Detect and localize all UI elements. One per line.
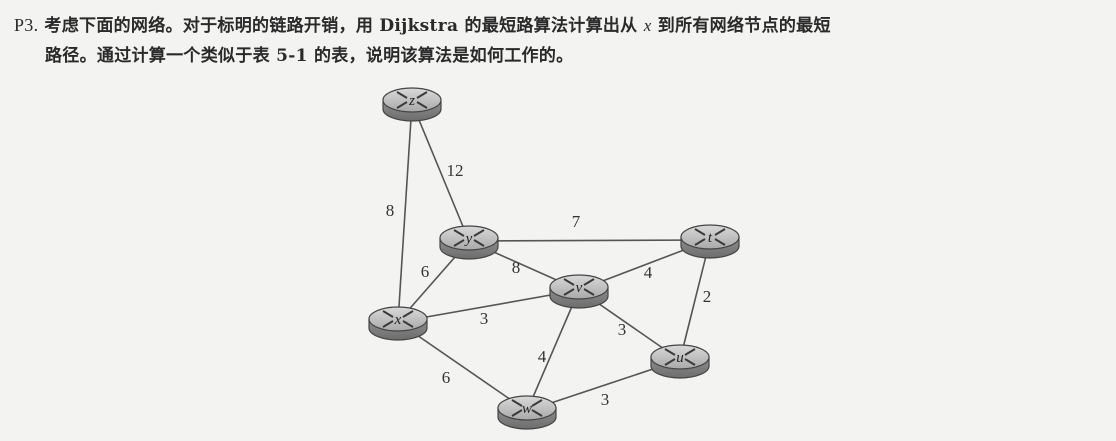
router-node-x: x [368,306,428,341]
edge-weight-w-u: 3 [601,390,610,409]
router-arrows-icon [664,348,696,366]
edge-weight-z-y: 12 [447,161,464,180]
router-arrows-icon [563,278,595,296]
edge-weight-v-t: 4 [644,263,653,282]
edge-v-w [526,289,580,412]
edge-weight-y-t: 7 [572,212,581,231]
router-arrows-icon [396,91,428,109]
edge-weight-y-v: 8 [512,258,521,277]
node-label-u: u [676,350,684,366]
source-node-variable: x [643,16,652,35]
edge-weight-z-x: 8 [386,201,395,220]
edge-z-y [411,102,470,242]
problem-text-part-1: 考虑下面的网络。对于标明的链路开销，用 Dijkstra 的最短路算法计算出从 [44,16,644,36]
problem-statement: P3.考虑下面的网络。对于标明的链路开销，用 Dijkstra 的最短路算法计算… [14,10,1104,71]
edge-x-w [397,321,528,412]
router-node-v: v [549,274,609,309]
problem-number: P3. [14,15,39,35]
edge-t-u [679,239,711,361]
edge-weight-x-v: 3 [480,309,489,328]
node-label-w: w [522,401,532,417]
edge-weight-x-w: 6 [442,368,451,387]
edge-weight-t-u: 2 [703,287,712,306]
router-arrows-icon [511,399,543,417]
router-node-w: w [497,395,557,430]
edge-x-v [397,289,580,323]
router-arrows-icon [694,228,726,246]
node-label-y: y [464,231,473,247]
node-label-v: v [576,280,583,296]
router-arrows-icon [382,310,414,328]
edge-y-t [468,239,711,242]
edge-weight-y-x: 6 [421,262,430,281]
node-label-z: z [408,93,415,109]
problem-line-2: 路径。通过计算一个类似于表 5-1 的表，说明该算法是如何工作的。 [45,46,574,66]
router-node-t: t [680,224,740,259]
node-label-t: t [708,230,713,246]
router-node-z: z [382,87,442,122]
router-arrows-icon [453,229,485,247]
problem-text-part-2: 到所有网络节点的最短 [651,16,831,36]
edge-weights-layer: 12 8 7 6 8 4 3 2 3 4 6 3 [386,161,712,409]
router-node-u: u [650,344,710,379]
problem-line-1: P3.考虑下面的网络。对于标明的链路开销，用 Dijkstra 的最短路算法计算… [14,15,831,36]
router-node-y: y [439,225,499,260]
edge-weight-v-u: 3 [618,320,627,339]
node-label-x: x [394,312,402,328]
edge-weight-v-w: 4 [538,347,547,366]
nodes-layer: z y t v x u w [368,87,740,430]
edge-z-x [397,102,413,323]
